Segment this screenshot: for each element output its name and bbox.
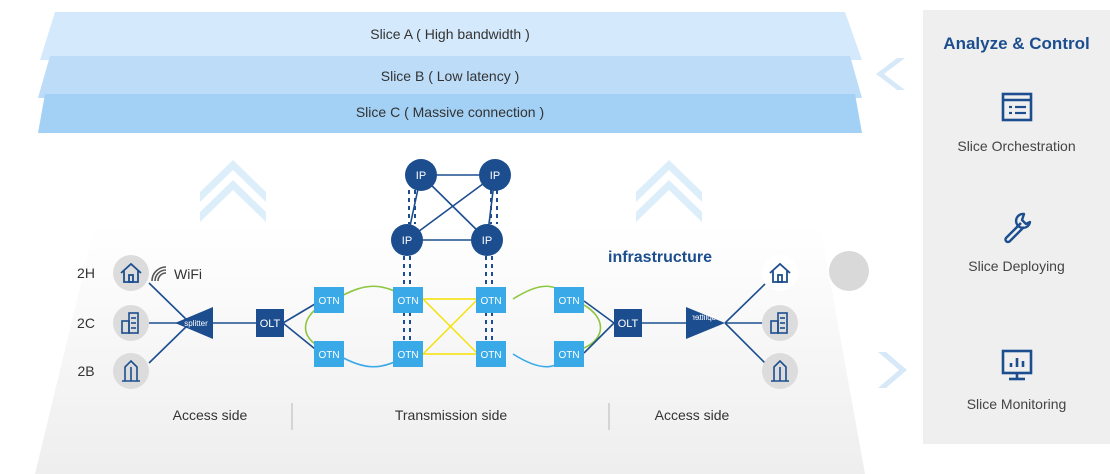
building-icon bbox=[121, 312, 139, 334]
device-label-2b: 2B bbox=[77, 363, 94, 379]
building-endpoint-right bbox=[762, 305, 798, 341]
svg-text:OLT: OLT bbox=[260, 318, 281, 330]
building-endpoint-left bbox=[113, 305, 149, 341]
ip-node: IP bbox=[405, 159, 437, 191]
otn-node: OTN bbox=[393, 341, 423, 367]
svg-text:IP: IP bbox=[490, 170, 500, 182]
slice-label-c: Slice C ( Massive connection ) bbox=[356, 104, 544, 120]
up-chevron-left-icon bbox=[200, 160, 266, 222]
bank-icon bbox=[122, 359, 140, 382]
infrastructure-label: infrastructure bbox=[608, 249, 712, 266]
svg-text:OTN: OTN bbox=[318, 296, 339, 307]
gray-dot bbox=[829, 251, 869, 291]
slice-band-c bbox=[38, 94, 862, 133]
svg-text:OTN: OTN bbox=[397, 350, 418, 361]
wifi-icon bbox=[151, 266, 167, 282]
wifi-label: WiFi bbox=[174, 266, 202, 282]
slice-band-b bbox=[38, 56, 862, 98]
olt-node: OLT bbox=[256, 309, 284, 337]
home-icon bbox=[120, 262, 142, 283]
ip-node: IP bbox=[391, 224, 423, 256]
device-label-2h: 2H bbox=[77, 265, 95, 281]
slice-monitoring-item[interactable]: Slice Monitoring bbox=[923, 348, 1110, 412]
panel-item-label: Slice Orchestration bbox=[957, 138, 1076, 154]
chevron-left-icon bbox=[876, 58, 905, 90]
device-label-2c: 2C bbox=[77, 315, 95, 331]
panel-title: Analyze & Control bbox=[943, 34, 1090, 53]
otn-node: OTN bbox=[554, 341, 584, 367]
splitter-left: splitter bbox=[175, 307, 213, 339]
svg-text:OTN: OTN bbox=[558, 296, 579, 307]
up-chevron-right-icon bbox=[636, 160, 702, 222]
side-label-left: Access side bbox=[173, 407, 248, 423]
svg-text:IP: IP bbox=[482, 235, 492, 247]
drop-links bbox=[148, 282, 766, 364]
otn-node: OTN bbox=[393, 287, 423, 313]
home-endpoint-left bbox=[113, 255, 149, 291]
splitter-right: splitter bbox=[686, 307, 725, 339]
svg-text:OTN: OTN bbox=[558, 350, 579, 361]
ip-node: IP bbox=[479, 159, 511, 191]
chevron-right-icon bbox=[878, 352, 907, 388]
side-label-right: Access side bbox=[655, 407, 730, 423]
svg-text:IP: IP bbox=[402, 235, 412, 247]
monitor-chart-icon bbox=[1001, 349, 1032, 381]
side-label-middle: Transmission side bbox=[395, 407, 508, 423]
olt-links bbox=[213, 300, 686, 354]
slice-band-a bbox=[40, 12, 862, 60]
slice-label-a: Slice A ( High bandwidth ) bbox=[370, 26, 530, 42]
slice-label-b: Slice B ( Low latency ) bbox=[381, 68, 520, 84]
otn-node: OTN bbox=[314, 287, 344, 313]
panel-item-label: Slice Deploying bbox=[968, 258, 1065, 274]
home-endpoint-right bbox=[762, 255, 798, 291]
svg-text:splitter: splitter bbox=[692, 313, 716, 322]
olt-node: OLT bbox=[614, 309, 642, 337]
slice-orchestration-item[interactable]: Slice Orchestration bbox=[923, 90, 1110, 154]
svg-text:splitter: splitter bbox=[184, 319, 208, 328]
bank-icon bbox=[771, 359, 789, 382]
home-icon bbox=[769, 262, 791, 283]
otn-node: OTN bbox=[476, 287, 506, 313]
svg-text:OTN: OTN bbox=[397, 296, 418, 307]
ip-node: IP bbox=[471, 224, 503, 256]
svg-text:OTN: OTN bbox=[480, 296, 501, 307]
otn-node: OTN bbox=[554, 287, 584, 313]
svg-text:OTN: OTN bbox=[318, 350, 339, 361]
slice-deploying-item[interactable]: Slice Deploying bbox=[923, 210, 1110, 274]
otn-node: OTN bbox=[314, 341, 344, 367]
wrench-icon bbox=[1003, 212, 1031, 244]
otn-node: OTN bbox=[476, 341, 506, 367]
otn-core-links bbox=[422, 298, 479, 355]
panel-item-label: Slice Monitoring bbox=[966, 396, 1067, 412]
bank-endpoint-left bbox=[113, 353, 149, 389]
building-icon bbox=[770, 312, 788, 334]
svg-text:OLT: OLT bbox=[618, 318, 639, 330]
bank-endpoint-right bbox=[762, 353, 798, 389]
floor-plane bbox=[35, 225, 865, 474]
svg-text:OTN: OTN bbox=[480, 350, 501, 361]
list-window-icon bbox=[1001, 92, 1032, 122]
analyze-control-panel: Analyze & Control Slice Orchestration Sl… bbox=[923, 10, 1110, 444]
svg-text:IP: IP bbox=[416, 170, 426, 182]
